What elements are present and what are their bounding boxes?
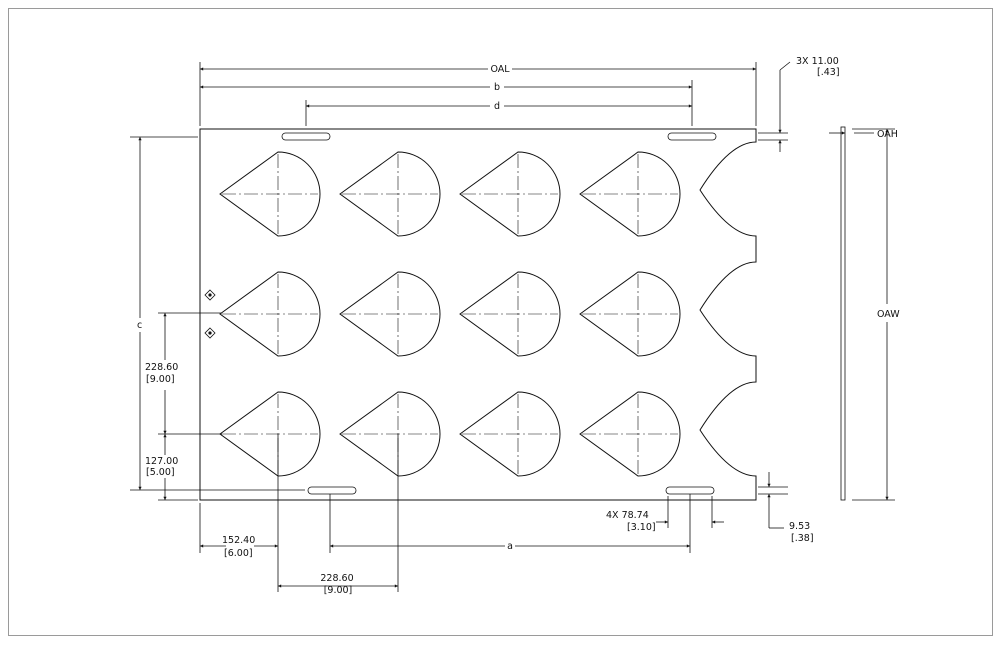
label-edge-in: [.38] [791,533,814,544]
label-row-offset-mm: 127.00 [145,456,178,467]
slot-top-left [281,132,331,141]
label-a: a [507,541,513,552]
teardrop-hole [459,391,561,477]
teardrop-hole [459,271,561,357]
label-slot-count: 3X 11.00 [796,56,839,67]
label-col-offset-in: [6.00] [224,548,253,559]
label-col-pitch-mm: 228.60 [320,573,353,584]
label-row-offset-in: [5.00] [146,467,175,478]
teardrop-holes [219,151,681,477]
label-c: c [137,320,142,331]
slot-top-right [667,132,717,141]
slot-bottom-right [665,486,715,495]
teardrop-hole [219,271,321,357]
teardrop-hole [339,151,441,237]
label-col-pitch-in: [9.00] [324,585,353,596]
teardrop-hole [339,391,441,477]
slot-bottom-left [307,486,357,495]
dimension-labels: OAL b d 3X 11.00 [.43] OAH OAW c 228.60 … [137,56,900,596]
dimension-lines [130,61,895,592]
label-row-pitch-in: [9.00] [146,374,175,385]
teardrop-hole [219,151,321,237]
label-slot-len: 4X 78.74 [606,510,649,521]
label-b: b [494,82,500,93]
teardrop-hole [579,151,681,237]
teardrop-hole [579,391,681,477]
teardrop-hole [459,151,561,237]
label-oah: OAH [877,129,898,140]
label-col-offset-mm: 152.40 [222,535,255,546]
label-oaw: OAW [877,309,900,320]
label-edge-mm: 9.53 [789,521,810,532]
teardrop-hole [219,391,321,477]
teardrop-hole [339,271,441,357]
label-d: d [494,101,500,112]
sheet-border [8,8,993,636]
label-slot-len-in: [3.10] [627,522,656,533]
label-row-pitch-mm: 228.60 [145,362,178,373]
label-oal: OAL [490,64,510,75]
plate-outline [199,128,757,501]
teardrop-hole [579,271,681,357]
locator-symbols [204,289,216,339]
slots [281,132,717,495]
label-slot-count-in: [.43] [817,67,840,78]
